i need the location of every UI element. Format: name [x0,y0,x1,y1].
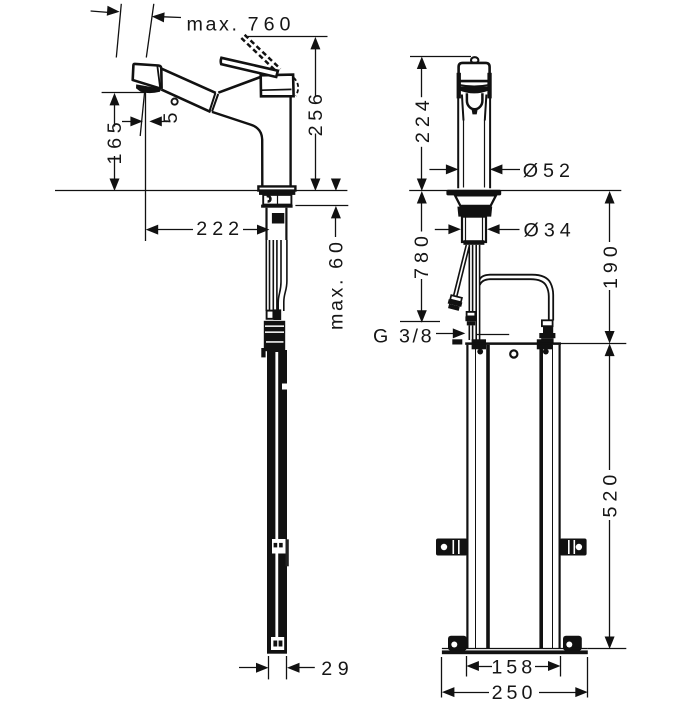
svg-text:158: 158 [491,657,536,679]
svg-text:5: 5 [160,111,182,124]
svg-text:780: 780 [411,231,433,279]
svg-text:224: 224 [412,95,434,143]
svg-text:Ø52: Ø52 [523,160,575,182]
svg-text:520: 520 [600,470,622,518]
svg-text:256: 256 [305,89,327,136]
svg-text:max. 760: max. 760 [187,13,296,35]
svg-text:Ø34: Ø34 [524,220,576,242]
svg-text:G 3/8: G 3/8 [373,325,434,347]
svg-text:29: 29 [321,658,354,680]
svg-text:190: 190 [600,241,622,289]
svg-text:165: 165 [104,118,126,165]
svg-text:222: 222 [196,218,244,240]
svg-text:max. 60: max. 60 [326,237,348,330]
svg-text:250: 250 [492,682,537,700]
